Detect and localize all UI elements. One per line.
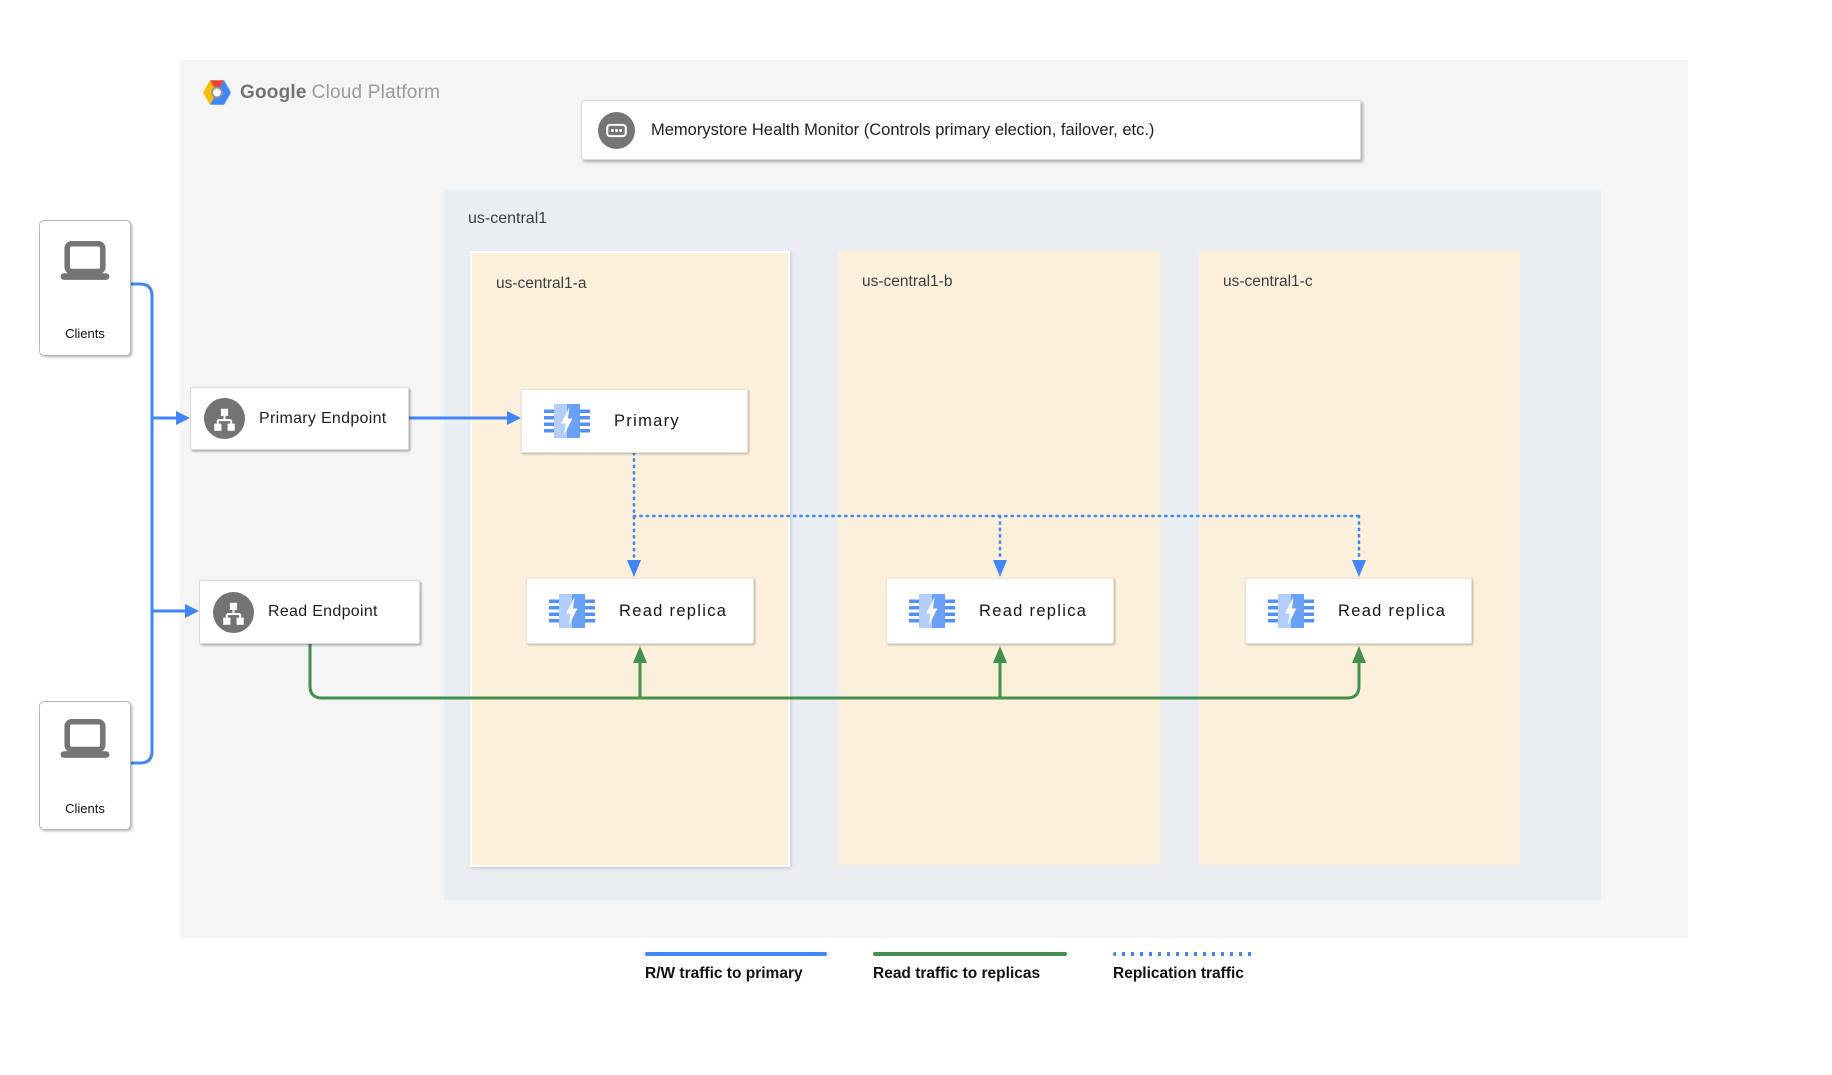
clients-trunk-line <box>130 282 154 765</box>
region-us-central1: us-central1 us-central1-a us-central1-b … <box>444 190 1601 900</box>
read-replica-label: Read replica <box>979 601 1088 620</box>
legend-label: Read traffic to replicas <box>873 965 1041 982</box>
read-replica-label: Read replica <box>619 601 728 620</box>
legend-item-rw-traffic: R/W traffic to primary <box>645 952 827 983</box>
health-monitor-box: Memorystore Health Monitor (Controls pri… <box>581 100 1361 160</box>
read-replica-label: Read replica <box>1338 601 1447 620</box>
clients-box-bottom: Clients <box>39 701 131 830</box>
clients-label: Clients <box>65 326 105 341</box>
read-replica-box-a: Read replica <box>526 578 754 644</box>
legend-swatch-blue-solid <box>645 952 827 956</box>
laptop-icon <box>60 719 110 758</box>
primary-node-box: Primary <box>521 389 748 453</box>
gcp-hexagon-icon <box>203 80 231 105</box>
read-endpoint-box: Read Endpoint <box>199 580 420 644</box>
memorystore-icon <box>544 404 590 438</box>
legend: R/W traffic to primary Read traffic to r… <box>645 952 1255 983</box>
region-label: us-central1 <box>468 210 548 227</box>
read-replica-box-b: Read replica <box>886 578 1114 644</box>
legend-swatch-blue-dotted <box>1113 952 1255 956</box>
zone-b-label: us-central1-b <box>862 273 953 290</box>
primary-endpoint-box: Primary Endpoint <box>190 387 409 450</box>
laptop-icon <box>60 241 110 280</box>
primary-node-label: Primary <box>614 411 680 430</box>
clients-box-top: Clients <box>39 220 131 356</box>
legend-item-replication-traffic: Replication traffic <box>1113 952 1255 983</box>
memorystore-icon <box>549 594 595 628</box>
logo-cloud-platform: Cloud Platform <box>311 81 441 103</box>
legend-label: Replication traffic <box>1113 965 1244 982</box>
zone-us-central1-c: us-central1-c <box>1199 251 1520 865</box>
zone-us-central1-b: us-central1-b <box>838 251 1160 865</box>
zone-c-label: us-central1-c <box>1223 273 1313 290</box>
network-endpoint-icon <box>204 398 245 439</box>
legend-item-read-traffic: Read traffic to replicas <box>873 952 1067 983</box>
primary-endpoint-label: Primary Endpoint <box>259 409 387 427</box>
memorystore-icon <box>1268 594 1314 628</box>
legend-label: R/W traffic to primary <box>645 965 803 982</box>
zone-us-central1-a: us-central1-a <box>470 251 790 867</box>
health-monitor-label: Memorystore Health Monitor (Controls pri… <box>651 120 1155 139</box>
zone-a-label: us-central1-a <box>496 275 587 292</box>
network-endpoint-icon <box>213 591 254 633</box>
read-replica-box-c: Read replica <box>1245 578 1472 644</box>
logo-google: Google <box>240 81 307 103</box>
clients-label: Clients <box>65 801 105 816</box>
console-ellipsis-icon <box>598 111 635 149</box>
legend-swatch-green-solid <box>873 952 1067 956</box>
memorystore-icon <box>909 594 955 628</box>
read-endpoint-label: Read Endpoint <box>268 603 378 620</box>
